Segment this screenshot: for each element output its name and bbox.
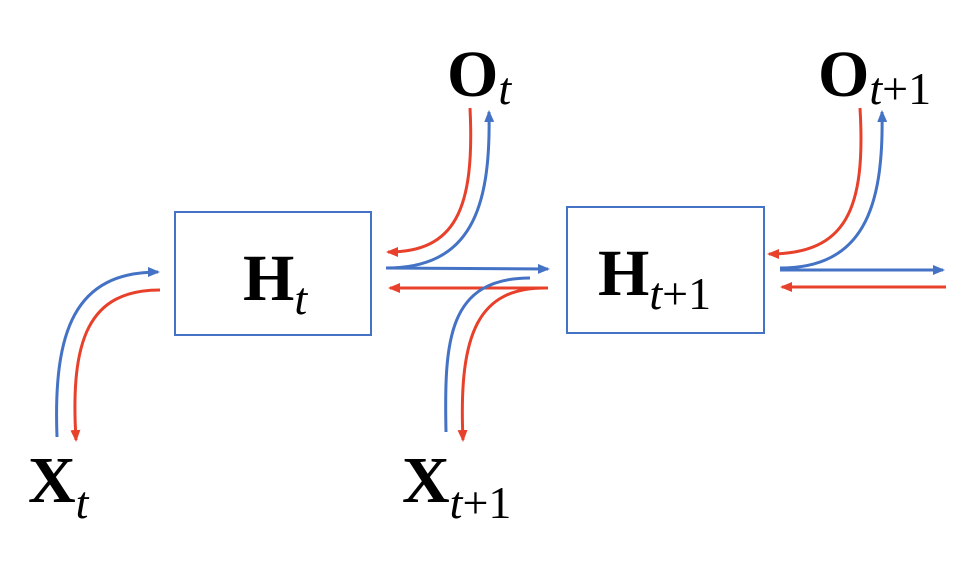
- arrow-forward-ht-to-ht1: [385, 263, 550, 274]
- label-o-t: Ot: [447, 38, 512, 114]
- arrow-backward-ht1-to-xt1: [457, 286, 546, 442]
- arrow-backward-ot-to-ht: [386, 107, 473, 257]
- arrow-forward-ht-to-ot: [385, 110, 495, 270]
- arrow-backward-ht-to-xt: [70, 288, 161, 442]
- arrow-forward-ht1-to-ot1: [779, 110, 888, 270]
- label-h-t: Ht: [243, 242, 308, 324]
- arrow-backward-ot1-to-ht1: [767, 107, 863, 259]
- label-h-t1: Ht+1: [598, 237, 712, 319]
- arrow-forward-xt-to-ht: [55, 267, 160, 438]
- hidden-state-box-t: [174, 211, 372, 336]
- arrow-forward-xt1-to-ht1: [444, 276, 531, 433]
- hidden-state-box-t1: [566, 206, 765, 334]
- label-x-t1: Xt+1: [402, 444, 512, 528]
- label-x-t: Xt: [28, 444, 89, 528]
- label-o-t1: Ot+1: [818, 38, 932, 114]
